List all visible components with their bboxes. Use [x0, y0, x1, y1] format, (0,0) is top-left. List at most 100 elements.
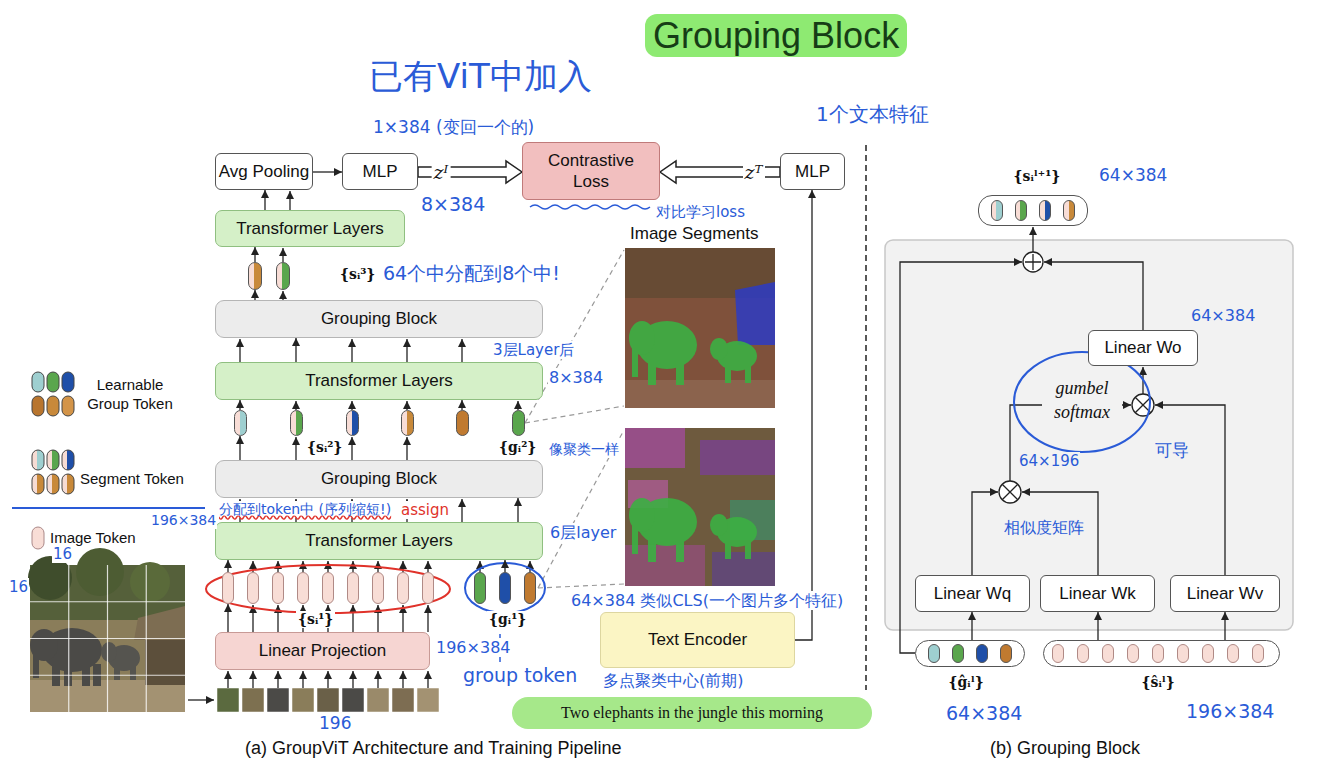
token-wire: [406, 339, 407, 362]
transformer-block: Transformer Layers: [215, 522, 543, 560]
operator-symbol: [1002, 484, 1018, 500]
hand-annotation: [206, 205, 1150, 662]
token-wire: [277, 671, 278, 688]
token-group: {gᵢ¹}: [473, 572, 537, 604]
legend-swatch: [47, 450, 59, 470]
segment-image: [725, 541, 731, 559]
patch-strip: [367, 688, 389, 712]
node-label: Grouping Block: [321, 469, 437, 489]
hand-annotation: [206, 565, 450, 613]
caption-text: (b) Grouping Block: [990, 738, 1140, 760]
token-group: {sᵢ³}: [248, 262, 290, 290]
token-label: {ŝᵢˡ}: [1140, 674, 1177, 691]
legend-swatch: [47, 372, 59, 392]
token-pill: [1127, 644, 1139, 663]
node-label: Contrastive Loss: [531, 150, 651, 193]
legend-swatch: [62, 450, 74, 470]
token-pill: [272, 572, 284, 604]
connector: [264, 190, 265, 210]
annotation-note: 64个中分配到8个中!: [382, 262, 561, 285]
segment-image: [632, 522, 638, 554]
connector: [461, 400, 462, 410]
token-pill: [991, 200, 1003, 221]
legend-swatch: [62, 372, 74, 392]
segment-image: [712, 552, 775, 586]
right-panel: [885, 240, 1293, 630]
token-wire: [461, 339, 462, 362]
token-group: {gᵢ²}: [455, 410, 525, 436]
transformer-block: Transformer Layers: [215, 210, 405, 247]
token-pill: [346, 410, 359, 436]
segment-image: [625, 428, 685, 468]
legend-swatch: [62, 396, 74, 416]
connector: [227, 560, 228, 572]
input-photo: [101, 642, 117, 662]
legend-swatch: [32, 396, 44, 416]
divider-line: [866, 145, 867, 690]
operator-symbol: [999, 481, 1021, 503]
legend-swatch: [32, 450, 44, 470]
segment-image: [745, 365, 751, 383]
token-wire: [289, 191, 290, 210]
token-pill: [1063, 200, 1075, 221]
separator-line: [12, 507, 205, 509]
input-photo: [134, 606, 185, 640]
patch-strip: [392, 688, 414, 712]
linear-layer: Linear Wq: [915, 575, 1030, 612]
loss-box: Contrastive Loss: [522, 142, 660, 200]
patch-strip: [217, 688, 239, 712]
annotation-note: 多点聚类中心(前期): [602, 671, 744, 690]
token-wire: [427, 671, 428, 688]
token-wire: [529, 561, 530, 572]
patch-strip: [317, 688, 339, 712]
caption-text: (a) GroupViT Architecture and Training P…: [245, 738, 622, 760]
input-photo: [130, 562, 170, 602]
annotation-note: 196×384: [435, 638, 511, 657]
token-pill: [1102, 644, 1114, 663]
token-wire: [302, 561, 303, 572]
annotation-note: 64×384 类似CLS(一个图片多个特征): [570, 591, 844, 610]
token-label: {gᵢ²}: [497, 439, 538, 456]
token-pill: [1202, 644, 1214, 663]
token-label: {sᵢ²}: [305, 439, 344, 456]
segment-image: [625, 248, 775, 408]
node-label: Transformer Layers: [305, 371, 453, 391]
segment-image: [625, 248, 775, 408]
token-group: {ŝᵢˡ}: [1043, 640, 1280, 667]
token-pill: [248, 262, 262, 290]
input-photo: [76, 548, 124, 596]
connector: [517, 498, 518, 522]
token-group: {ĝᵢˡ}: [915, 640, 1025, 667]
annotation-note: gumbel softmax: [1042, 376, 1122, 425]
token-wire: [295, 401, 296, 410]
token-label: {sᵢ¹}: [296, 611, 335, 628]
hand-annotation: [530, 205, 650, 209]
annotation-note: 6层layer: [549, 523, 617, 542]
legend-swatch: [47, 474, 59, 494]
annotation-note: group token: [462, 664, 578, 687]
token-label: {sᵢˡ⁺¹}: [1012, 168, 1063, 185]
token-pill: [247, 572, 259, 604]
annotation-note: 16: [8, 578, 29, 596]
annotation-note: 可导: [1154, 440, 1190, 460]
patch-strip: [242, 688, 264, 712]
patch-strip: [342, 688, 364, 712]
pooling-box: Avg Pooling: [215, 153, 313, 190]
token-wire: [302, 671, 303, 688]
node-label: Grouping Block: [321, 309, 437, 329]
caption-text: Image Segments: [630, 224, 759, 244]
annotation-note: 196×384: [1185, 700, 1275, 723]
token-pill: [347, 572, 359, 604]
token-pill: [512, 410, 525, 436]
token-pill: [1227, 644, 1239, 663]
segment-image: [700, 440, 775, 475]
token-wire: [351, 437, 352, 460]
token-pill: [474, 572, 486, 604]
legend-swatch: [62, 474, 74, 494]
segment-image: [676, 360, 684, 385]
node-label: Linear Wk: [1059, 584, 1136, 604]
input-photo: [130, 664, 136, 680]
token-pill: [234, 410, 247, 436]
token-pill: [1152, 644, 1164, 663]
